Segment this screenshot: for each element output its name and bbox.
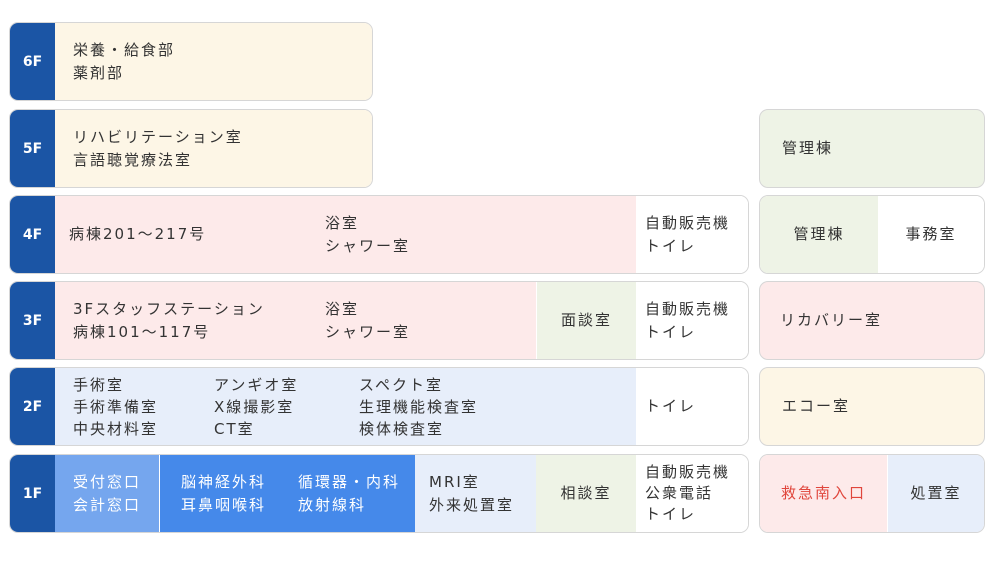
room: アンギオ室 — [214, 375, 299, 394]
room: X線撮影室 — [214, 397, 295, 416]
bath: 浴室 シャワー室 — [325, 282, 410, 359]
room: スペクト室 — [359, 375, 443, 394]
room: 手術準備室 — [73, 397, 159, 416]
room: エコー室 — [782, 397, 851, 415]
room: 面談室 — [560, 311, 612, 329]
floor-label: 6F — [10, 23, 55, 100]
room: トイレ — [645, 236, 697, 255]
room: 会計窓口 — [73, 495, 142, 514]
room: 検体検査室 — [359, 419, 445, 438]
room: トイレ — [645, 322, 697, 341]
floor-4f: 4F 病棟201～217号 浴室 シャワー室 自動販売機 トイレ — [9, 195, 749, 274]
floor-5f: 5F リハビリテーション室 言語聴覚療法室 — [9, 109, 373, 188]
floor-2f: 2F 手術室 手術準備室 中央材料室 アンギオ室 X線撮影室 CT室 スペクト室… — [9, 367, 749, 446]
room: MRI室 — [429, 472, 480, 491]
annex-2f: エコー室 — [759, 367, 985, 446]
floor-3f: 3F 3Fスタッフステーション 病棟101～117号 浴室 シャワー室 面談室 … — [9, 281, 749, 360]
annex-3f: リカバリー室 — [759, 281, 985, 360]
floor-label: 3F — [10, 282, 55, 359]
facilities: 自動販売機 トイレ — [636, 196, 748, 273]
annex-4f: 管理棟 事務室 — [759, 195, 985, 274]
room: 処置室 — [910, 484, 962, 502]
department: 放射線科 — [298, 495, 367, 514]
room: 浴室 — [325, 213, 360, 232]
room: 事務室 — [905, 225, 957, 243]
ward: 病棟201～217号 — [55, 196, 636, 273]
room: トイレ — [645, 397, 697, 415]
room: 自動販売機 — [645, 299, 731, 318]
annex-5f: 管理棟 — [759, 109, 985, 188]
room: シャワー室 — [325, 236, 411, 255]
emergency-entrance: 救急南入口 — [760, 455, 887, 532]
room: 3Fスタッフステーション — [73, 299, 265, 318]
annex-1f: 救急南入口 処置室 — [759, 454, 985, 533]
room: リハビリテーション室 — [73, 127, 243, 146]
room: 中央材料室 — [73, 419, 159, 438]
room: 生理機能検査室 — [359, 397, 479, 416]
rooms-col2: アンギオ室 X線撮影室 CT室 — [214, 368, 298, 445]
room: 管理棟 — [782, 139, 834, 157]
consult: 相談室 — [536, 455, 636, 532]
counters: 受付窓口 会計窓口 — [55, 455, 159, 532]
room: 救急南入口 — [780, 484, 866, 502]
floor-6f: 6F 栄養・給食部 薬剤部 — [9, 22, 373, 101]
facilities: 自動販売機 公衆電話 トイレ — [636, 455, 748, 532]
facilities: 自動販売機 トイレ — [636, 282, 748, 359]
bath: 浴室 シャワー室 — [325, 196, 410, 273]
room: CT室 — [214, 419, 255, 438]
room: 薬剤部 — [73, 63, 125, 82]
department: 循環器・内科 — [298, 472, 401, 491]
room: 病棟201～217号 — [69, 225, 207, 243]
rooms: MRI室 外来処置室 — [415, 455, 536, 532]
consult: 面談室 — [536, 282, 636, 359]
room: トイレ — [645, 505, 697, 523]
floor-label: 5F — [10, 110, 55, 187]
room: 病棟101～117号 — [73, 322, 211, 341]
department: 脳神経外科 — [181, 472, 267, 491]
floor-label: 4F — [10, 196, 55, 273]
floor-1f: 1F 受付窓口 会計窓口 脳神経外科 耳鼻咽喉科 循環器・内科 放射線科 MRI… — [9, 454, 749, 533]
room: シャワー室 — [325, 322, 411, 341]
room: 管理棟 — [793, 225, 845, 243]
floor-label: 2F — [10, 368, 55, 445]
floor-6f-rooms: 栄養・給食部 薬剤部 — [55, 23, 372, 100]
floor-label: 1F — [10, 455, 55, 532]
room: 外来処置室 — [429, 495, 515, 514]
floor-5f-rooms: リハビリテーション室 言語聴覚療法室 — [55, 110, 372, 187]
room: 言語聴覚療法室 — [73, 150, 193, 169]
room: リカバリー室 — [780, 311, 883, 329]
departments-1: 脳神経外科 耳鼻咽喉科 — [181, 455, 266, 532]
rooms-col1: 手術室 手術準備室 中央材料室 — [73, 368, 158, 445]
ward: 3Fスタッフステーション 病棟101～117号 — [55, 282, 536, 359]
facilities: トイレ — [636, 368, 748, 445]
room: 浴室 — [325, 299, 360, 318]
room: 自動販売機 — [645, 213, 731, 232]
room: 公衆電話 — [645, 484, 714, 502]
department: 耳鼻咽喉科 — [181, 495, 267, 514]
room: 栄養・給食部 — [73, 40, 176, 59]
room: 受付窓口 — [73, 472, 142, 491]
room: 手術室 — [73, 375, 125, 394]
departments-2: 循環器・内科 放射線科 — [298, 455, 400, 532]
room: 相談室 — [560, 484, 612, 502]
room: 自動販売機 — [645, 463, 731, 481]
rooms-col3: スペクト室 生理機能検査室 検体検査室 — [359, 368, 478, 445]
